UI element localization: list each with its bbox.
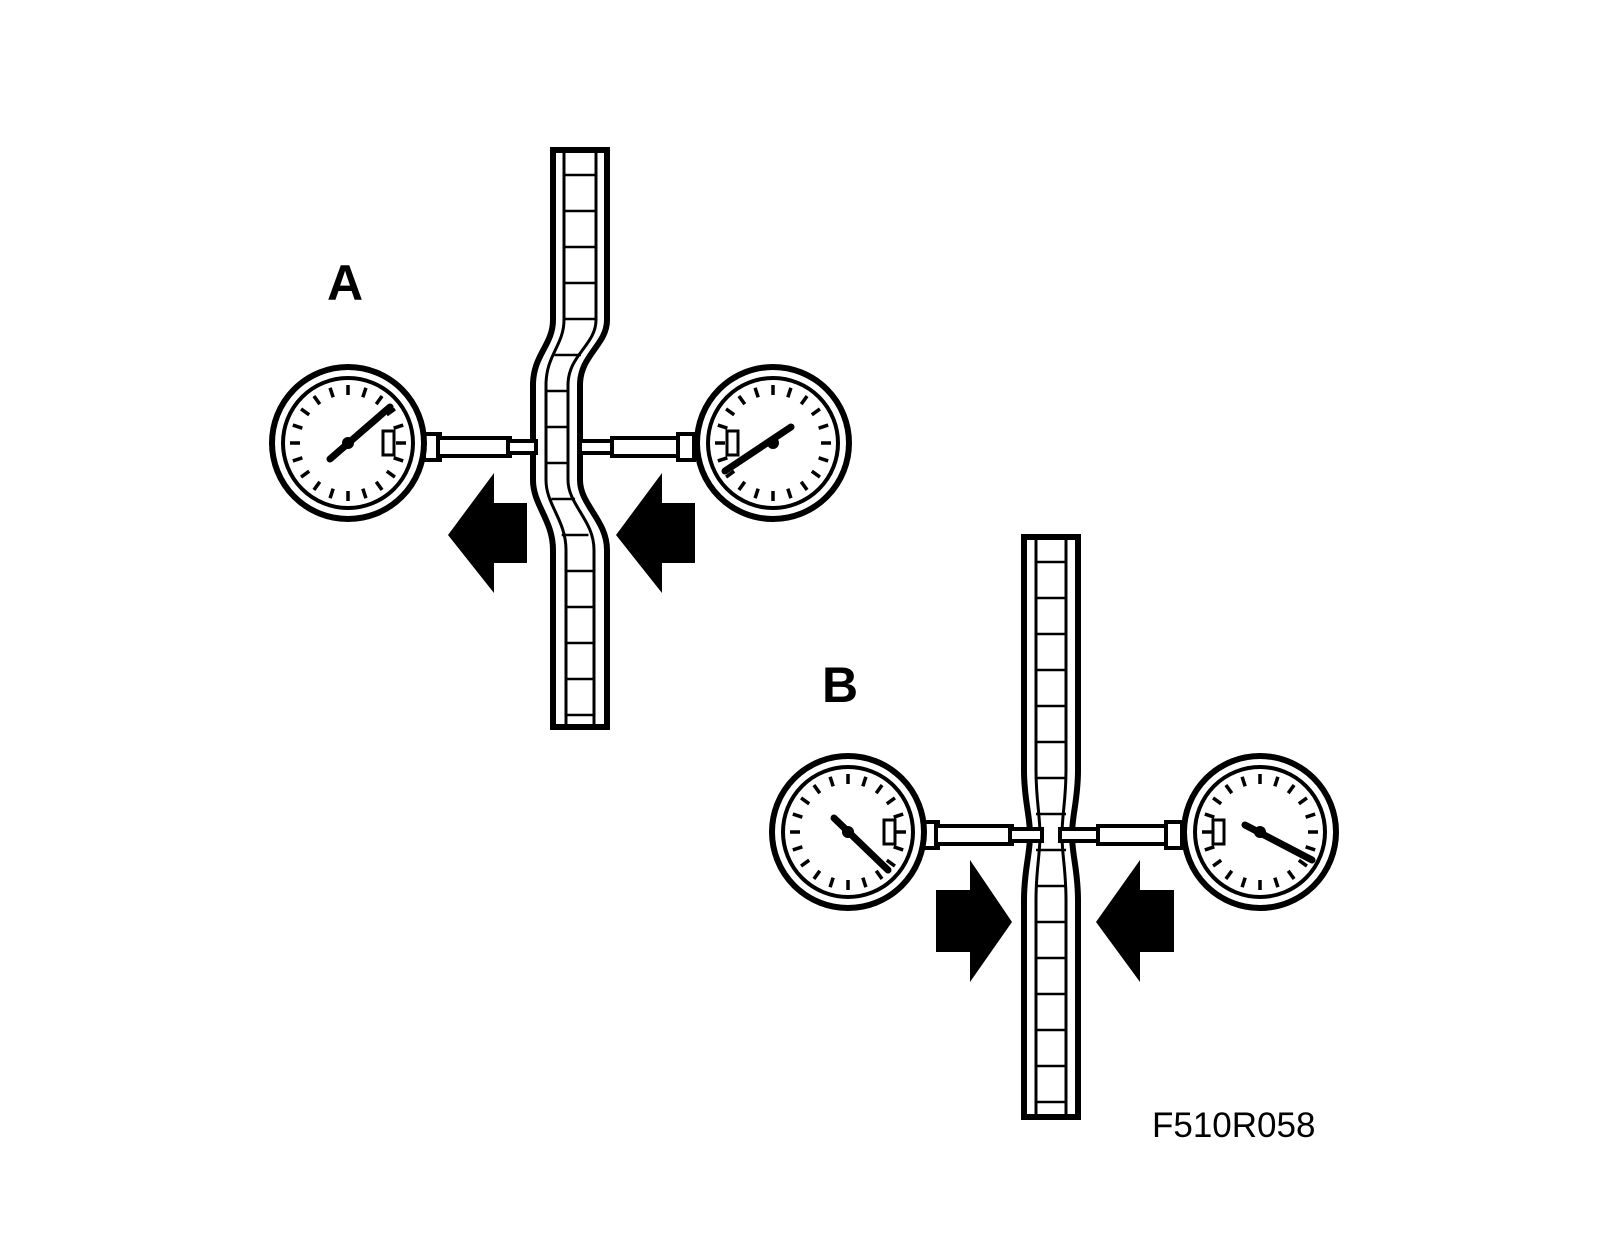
pressure-gauge-icon bbox=[272, 367, 424, 519]
pressure-gauge-icon bbox=[1184, 756, 1336, 908]
figure-b bbox=[772, 534, 1336, 1120]
label-b: B bbox=[822, 657, 859, 713]
solid-arrow-icon bbox=[1096, 860, 1174, 982]
probe-left-b bbox=[920, 820, 1044, 850]
probe-left-a bbox=[422, 432, 538, 462]
pressure-gauge-icon bbox=[772, 756, 924, 908]
figure-code: F510R058 bbox=[1152, 1106, 1316, 1145]
belt-a bbox=[530, 147, 610, 730]
pressure-gauge-icon bbox=[697, 367, 849, 519]
probe-right-b bbox=[1058, 820, 1184, 850]
belt-b bbox=[1021, 534, 1081, 1120]
figure-a bbox=[272, 147, 849, 730]
solid-arrow-icon bbox=[936, 860, 1012, 982]
probe-right-a bbox=[578, 432, 696, 462]
label-a: A bbox=[327, 255, 364, 311]
solid-arrow-icon bbox=[616, 473, 695, 593]
solid-arrow-icon bbox=[448, 473, 527, 593]
